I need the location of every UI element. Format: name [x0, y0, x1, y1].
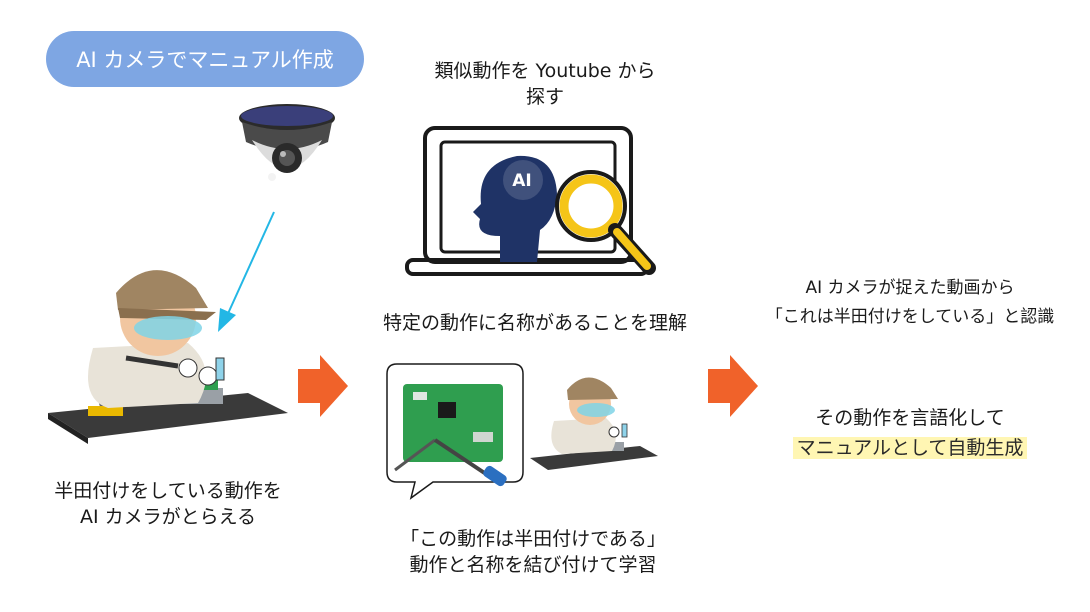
worker-soldering-illustration [48, 270, 288, 444]
search-caption-line1: 類似動作を Youtube から [434, 60, 656, 82]
security-camera-icon [239, 104, 335, 181]
learn-caption-line1: 「この動作は半田付けである」 [400, 528, 666, 550]
flow-arrow-1 [298, 355, 348, 417]
recognize-caption-line1: AI カメラが捉えた動画から [805, 278, 1015, 298]
ai-badge-text: AI [512, 171, 531, 191]
search-caption: 類似動作を Youtube から 探す [395, 58, 695, 110]
soldering-video-bubble [386, 363, 524, 500]
generate-caption-highlight: マニュアルとして自動生成 [792, 437, 1028, 460]
understand-caption: 特定の動作に名称があることを理解 [382, 312, 687, 334]
search-caption-line2: 探す [525, 86, 564, 109]
step1-caption: 半田付けをしている動作を AI カメラがとらえる [18, 478, 318, 530]
title-pill: AI カメラでマニュアル作成 [46, 31, 364, 87]
learn-caption-line2: 動作と名称を結び付けて学習 [409, 554, 657, 577]
recognize-caption-line2: 「これは半田付けをしている」と認識 [765, 306, 1055, 327]
generate-caption: その動作を言語化して マニュアルとして自動生成 [755, 403, 1065, 464]
learn-caption: 「この動作は半田付けである」 動作と名称を結び付けて学習 [368, 526, 698, 578]
step1-caption-line2: AI カメラがとらえる [79, 506, 257, 529]
recognize-caption: AI カメラが捉えた動画から 「これは半田付けをしている」と認識 [745, 274, 1075, 332]
laptop-ai-search-icon: AI [405, 126, 656, 276]
worker-soldering-small [530, 377, 658, 470]
generate-caption-line1: その動作を言語化して [815, 407, 1005, 429]
camera-capture-arrow [218, 211, 275, 332]
flow-arrow-2 [708, 355, 758, 417]
step1-caption-line1: 半田付けをしている動作を [54, 480, 282, 502]
